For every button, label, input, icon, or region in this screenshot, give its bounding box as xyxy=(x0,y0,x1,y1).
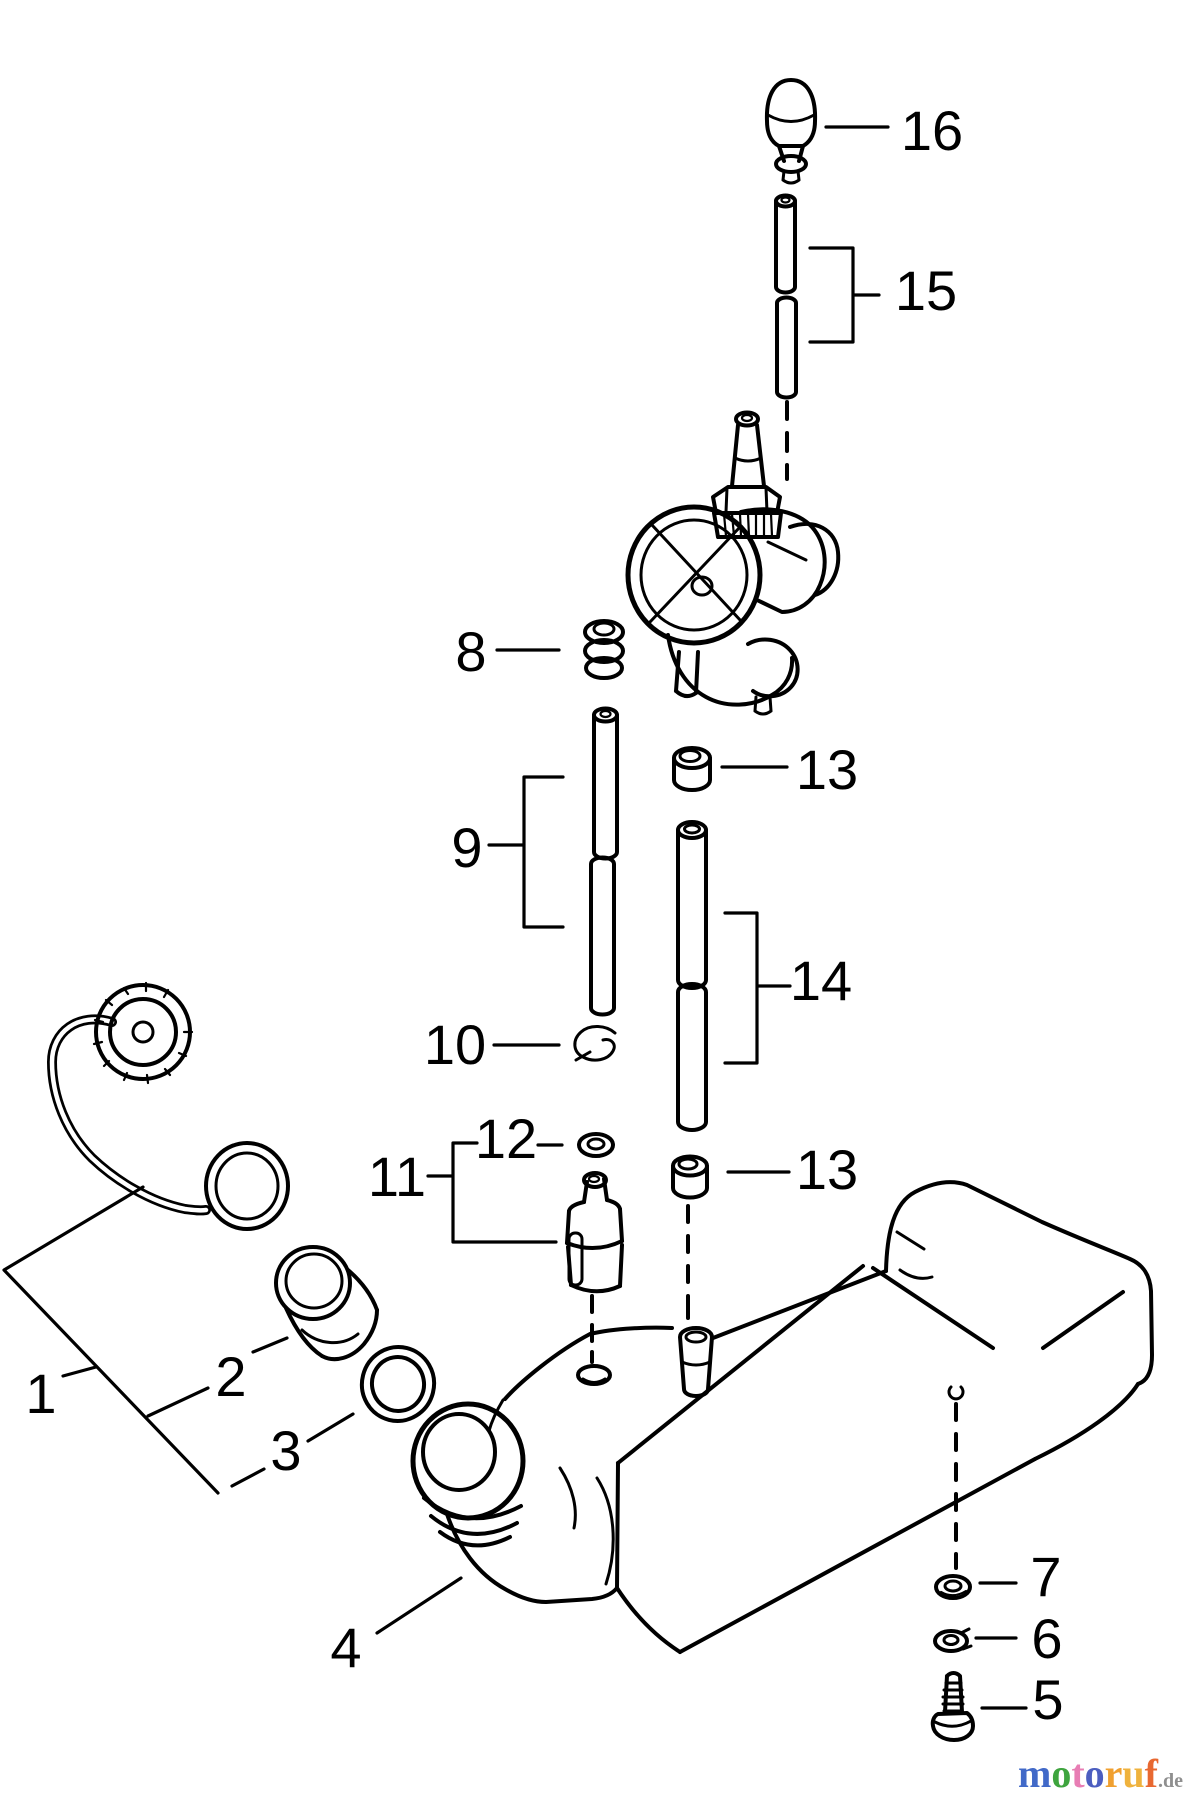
leader-lines xyxy=(2,125,1028,1710)
grommet-part xyxy=(583,619,625,680)
filler-collar-part xyxy=(274,1245,379,1362)
flat-washer-part xyxy=(934,1574,972,1600)
gasket-ring-part xyxy=(359,1345,437,1423)
logo-letter: f xyxy=(1144,1751,1158,1796)
fuel-tank-part xyxy=(410,1180,1154,1654)
callout-16: 16 xyxy=(901,99,963,162)
fuel-filter-part xyxy=(565,1171,624,1294)
screw-part xyxy=(930,1671,975,1742)
carburetor-art xyxy=(625,410,841,716)
motoruf-logo: motoruf.de xyxy=(1018,1752,1185,1798)
fuel-cap-part xyxy=(46,981,290,1231)
callout-9: 9 xyxy=(451,816,482,879)
callout-15: 15 xyxy=(895,259,957,322)
logo-letter: u xyxy=(1122,1751,1145,1796)
logo-suffix: .de xyxy=(1158,1770,1183,1792)
callout-12: 12 xyxy=(475,1107,537,1170)
callout-14: 14 xyxy=(790,949,852,1012)
callout-6: 6 xyxy=(1031,1607,1062,1670)
lock-washer-part xyxy=(933,1627,973,1653)
logo-letter: o xyxy=(1084,1751,1105,1796)
callout-13-lower: 13 xyxy=(796,1138,858,1201)
callout-labels: 16 15 8 13 9 14 10 12 11 13 2 1 3 4 7 6 … xyxy=(25,99,1063,1731)
logo-letter: o xyxy=(1051,1751,1072,1796)
washer-12-part xyxy=(577,1132,615,1158)
callout-11: 11 xyxy=(368,1145,426,1208)
clip-13-lower xyxy=(671,1154,709,1200)
callout-3: 3 xyxy=(270,1419,301,1482)
logo-letter: m xyxy=(1018,1751,1052,1796)
callout-10: 10 xyxy=(424,1013,486,1076)
callout-1: 1 xyxy=(25,1362,56,1425)
clip-13-upper xyxy=(672,746,712,792)
fuel-pipe-9 xyxy=(589,706,619,1017)
callout-5: 5 xyxy=(1032,1668,1063,1731)
callout-2: 2 xyxy=(215,1345,246,1408)
logo-letter: r xyxy=(1104,1751,1123,1796)
callout-8: 8 xyxy=(455,620,486,683)
fuel-pipe-15 xyxy=(774,193,798,400)
logo-letter: t xyxy=(1071,1751,1085,1796)
wire-clip-part xyxy=(573,1025,617,1062)
callout-4: 4 xyxy=(330,1616,361,1679)
fuel-pipe-14 xyxy=(676,820,708,1132)
primer-bulb-part xyxy=(764,78,818,185)
callout-7: 7 xyxy=(1030,1545,1061,1608)
callout-13-upper: 13 xyxy=(796,738,858,801)
